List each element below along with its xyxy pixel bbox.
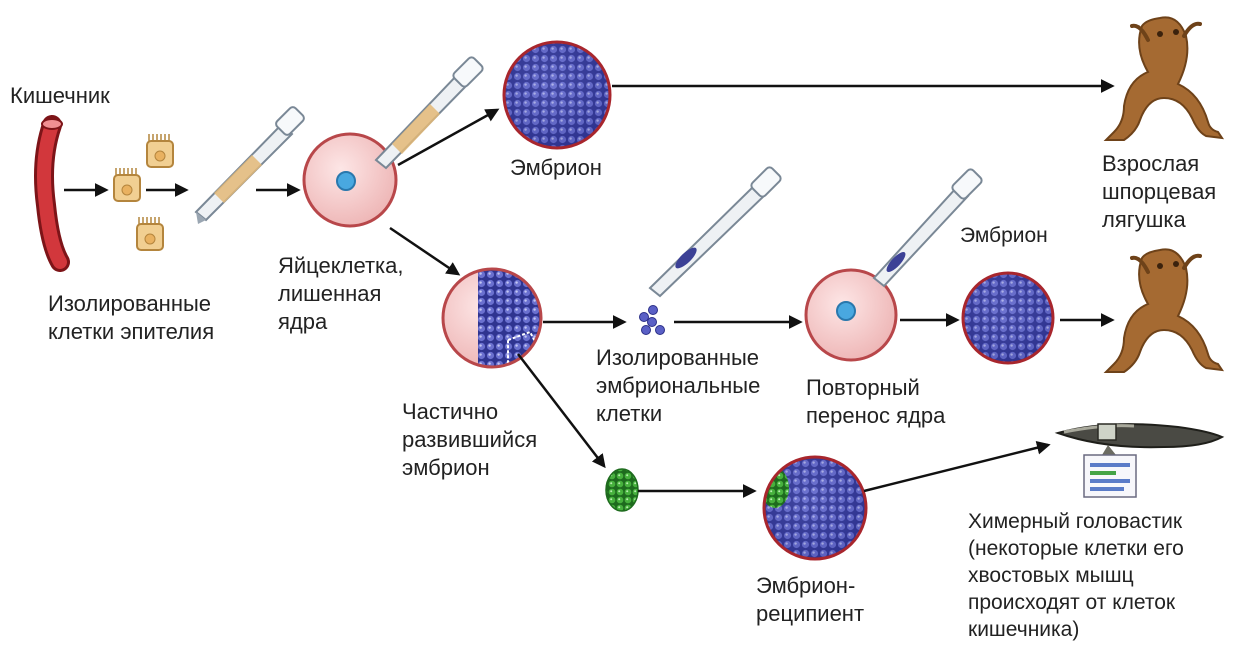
label-intestine: Кишечник xyxy=(10,82,110,110)
embryo-mid xyxy=(963,273,1053,363)
epithelial-cell xyxy=(137,217,163,250)
label-embryo-top: Эмбрион xyxy=(510,154,602,182)
label-recipient-embryo: Эмбрион- реципиент xyxy=(756,572,864,628)
partial-embryo xyxy=(443,262,548,382)
nucleus xyxy=(837,302,855,320)
muscle-cells-inset xyxy=(1084,455,1136,497)
embryo-top xyxy=(504,42,610,148)
intestine-opening xyxy=(42,119,62,129)
label-embryo-mid: Эмбрион xyxy=(960,222,1048,250)
arrow-recipient-to-tadpole xyxy=(864,445,1048,491)
label-repeat-transfer: Повторный перенос ядра xyxy=(806,374,945,430)
adult-frog-icon xyxy=(1106,249,1222,372)
label-isolated-epithelium: Изолированные клетки эпителия xyxy=(48,290,214,346)
nucleus xyxy=(337,172,355,190)
epithelial-cell xyxy=(114,168,140,201)
label-chimeric-tadpole: Химерный головастик (некоторые клетки ег… xyxy=(968,508,1184,643)
micropipette-icon xyxy=(376,56,484,168)
micropipette-icon xyxy=(196,105,306,224)
chimeric-tadpole-icon xyxy=(1058,424,1222,455)
adult-frog-icon xyxy=(1106,17,1222,140)
isolated-embryonic-cells xyxy=(640,306,665,335)
label-isolated-embryonic: Изолированные эмбриональные клетки xyxy=(596,344,760,428)
label-adult-frog: Взрослая шпорцевая лягушка xyxy=(1102,150,1216,234)
micropipette-icon xyxy=(650,166,782,296)
label-enucleated-egg: Яйцеклетка, лишенная ядра xyxy=(278,252,404,336)
label-partial-embryo: Частично развившийся эмбрион xyxy=(402,398,537,482)
recipient-embryo xyxy=(761,457,866,559)
donor-cell-cluster xyxy=(606,469,638,511)
epithelial-cell xyxy=(147,134,173,167)
